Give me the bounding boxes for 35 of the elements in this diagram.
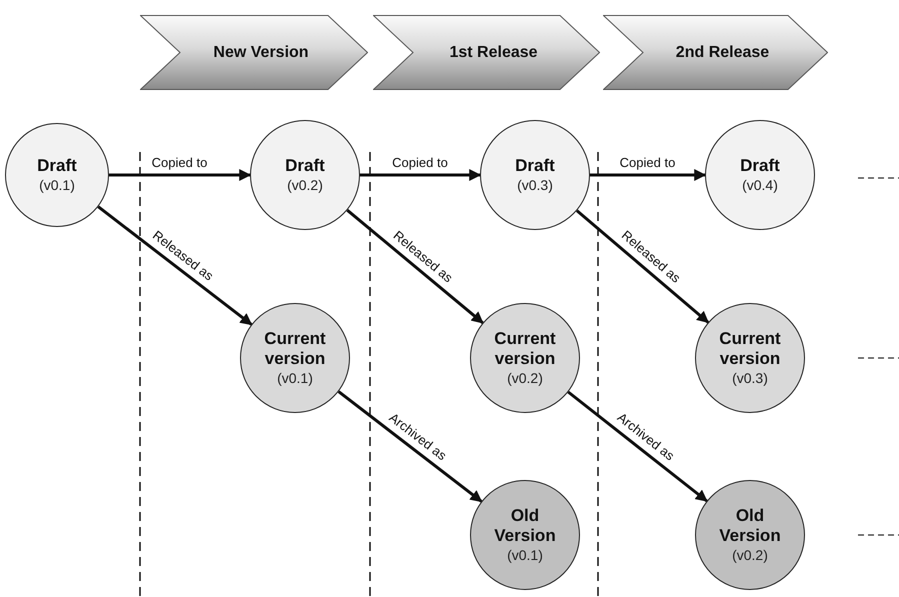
node-title: Draft [285,156,325,176]
edge-label: Copied to [390,154,450,170]
node-title: Current version [718,328,782,370]
version-label: (v0.1) [39,176,75,194]
arrow [576,210,710,324]
arrow [338,390,482,503]
chevron-step [373,15,600,90]
node-title: Current version [263,328,327,370]
version-label: (v0.3) [517,176,553,194]
node-title: Draft [515,156,555,176]
node-title: 1st Release [448,42,538,62]
chevron-step [603,15,828,90]
edge-label: Copied to [150,154,210,170]
node-title: Current version [493,328,557,370]
arrow [346,209,484,324]
node-title: New Version [212,42,309,62]
arrow [567,390,708,502]
arrow [360,169,482,181]
node-title: Old Version [718,506,782,546]
node-title: 2nd Release [674,42,770,62]
version-label: (v0.2) [287,176,323,194]
edge-label: Copied to [618,154,678,170]
arrow [97,206,252,326]
version-label: (v0.1) [507,546,543,564]
node-title: Draft [740,156,780,176]
node-title: Old Version [493,506,557,546]
version-label: (v0.1) [277,369,313,388]
node-title: Draft [37,156,77,176]
version-label: (v0.4) [742,176,778,194]
version-label: (v0.3) [732,369,768,388]
version-label: (v0.2) [732,546,768,564]
arrow [590,169,706,181]
arrow [109,169,252,181]
version-label: (v0.2) [507,369,543,388]
chevron-step [140,15,368,90]
